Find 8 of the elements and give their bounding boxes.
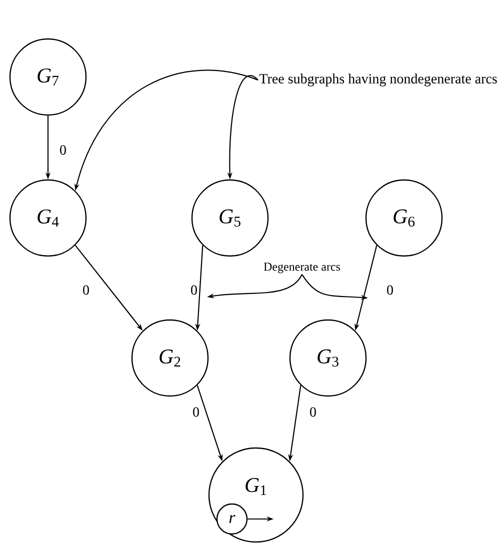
edge-label: 0 [190, 284, 198, 296]
edge-label: 0 [386, 284, 394, 296]
edge-label: 0 [58, 144, 68, 156]
edge-label: 0 [82, 284, 90, 296]
callout-text: Tree subgraphs having nondegenerate arcs [259, 74, 497, 86]
edge-label: 0 [192, 406, 200, 418]
callout-text: Degenerate arcs [264, 262, 340, 274]
edge-label: 0 [308, 406, 318, 418]
